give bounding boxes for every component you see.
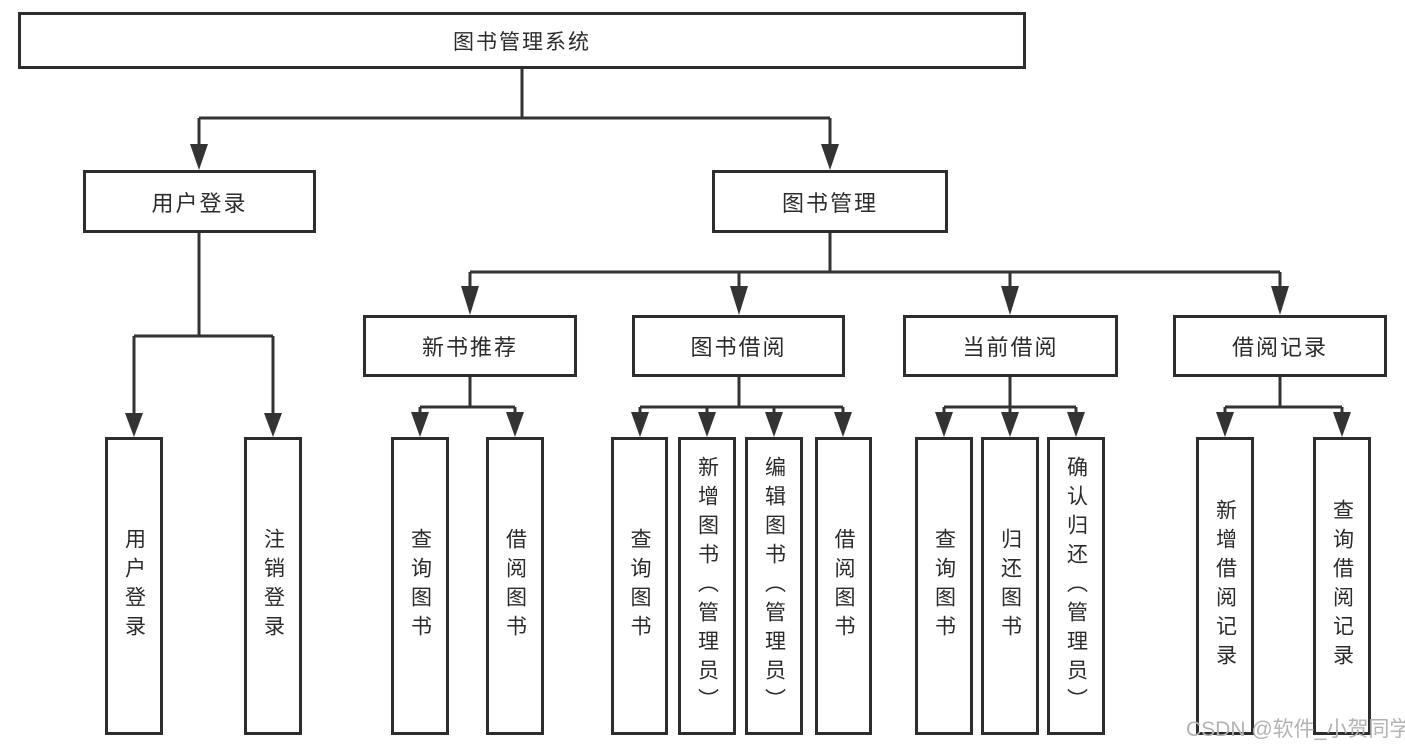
connector-current-borrow-to-leaves: [942, 377, 1078, 414]
arrowhead-user-login: [190, 144, 208, 170]
csdn-watermark: CSDN @软件_小贺同学: [1186, 718, 1405, 741]
arrowhead-bb-edit-book: [765, 412, 783, 437]
arrowhead-book-management: [821, 144, 839, 170]
node-current-borrow: 当前借阅: [903, 315, 1118, 377]
node-user-login: 用户登录: [83, 170, 316, 233]
connector-new-book-recommend-to-leaves: [418, 377, 517, 414]
node-root-library-system: 图书管理系统: [18, 12, 1026, 69]
leaf-user-login: 用户登录: [105, 437, 163, 735]
connector-root-to-level2: [197, 69, 832, 148]
connector-book-borrow-to-leaves: [638, 377, 845, 414]
leaf-bb-add-book-admin: 新增图书（管理员）: [678, 437, 736, 735]
arrowhead-current-borrow: [1001, 286, 1019, 315]
arrowhead-book-borrow: [730, 286, 748, 315]
leaf-cb-return-book: 归还图书: [981, 437, 1039, 735]
arrowhead-bb-query-book: [631, 412, 649, 437]
leaf-nb-query-book: 查询图书: [391, 437, 449, 735]
arrowhead-br-add-record: [1216, 412, 1234, 437]
arrowhead-nb-query-book: [411, 412, 429, 437]
leaf-br-add-record: 新增借阅记录: [1196, 437, 1254, 735]
node-book-borrow: 图书借阅: [632, 315, 845, 377]
arrowhead-bb-add-book: [698, 412, 716, 437]
leaf-bb-edit-book-admin: 编辑图书（管理员）: [745, 437, 803, 735]
connector-user-login-to-leaves: [132, 233, 275, 418]
leaf-nb-borrow-book: 借阅图书: [486, 437, 544, 735]
connector-book-management-to-level3: [468, 233, 1282, 290]
arrowhead-br-query-record: [1333, 412, 1351, 437]
leaf-cb-confirm-return-admin: 确认归还（管理员）: [1047, 437, 1105, 735]
leaf-cb-query-book: 查询图书: [915, 437, 973, 735]
arrowhead-bb-borrow-book: [834, 412, 852, 437]
arrowheads: [125, 144, 1351, 437]
node-new-book-recommend: 新书推荐: [363, 315, 577, 377]
node-book-management: 图书管理: [712, 170, 948, 233]
arrowhead-new-book-recommend: [461, 286, 479, 315]
arrowhead-cb-query-book: [935, 412, 953, 437]
arrowhead-cb-return-book: [1001, 412, 1019, 437]
leaf-logout: 注销登录: [244, 437, 302, 735]
leaf-bb-query-book: 查询图书: [611, 437, 668, 735]
node-borrow-record: 借阅记录: [1173, 315, 1387, 377]
leaf-bb-borrow-book: 借阅图书: [815, 437, 872, 735]
arrowhead-nb-borrow-book: [506, 412, 524, 437]
connector-borrow-record-to-leaves: [1223, 377, 1344, 414]
arrowhead-leaf-logout: [264, 413, 282, 437]
arrowhead-leaf-user-login: [125, 413, 143, 437]
leaf-br-query-record: 查询借阅记录: [1313, 437, 1371, 735]
arrowhead-borrow-record: [1271, 286, 1289, 315]
arrowhead-cb-confirm-return: [1067, 412, 1085, 437]
